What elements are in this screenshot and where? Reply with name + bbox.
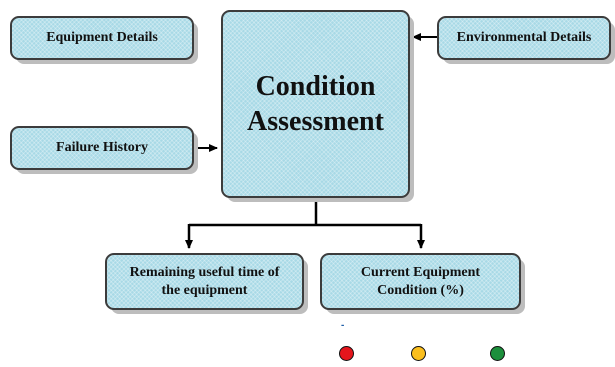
green-status-indicator bbox=[490, 346, 505, 361]
condition-assessment-box: Condition Assessment bbox=[221, 10, 410, 198]
current-equipment-condition-line1: Current Equipment bbox=[360, 265, 481, 280]
condition-assessment-title-line1: Condition bbox=[255, 71, 376, 102]
yellow-status-indicator bbox=[411, 346, 426, 361]
current-equipment-condition-box: Current Equipment Condition (%) bbox=[320, 253, 521, 310]
condition-assessment-title-line2: Assessment bbox=[247, 106, 384, 137]
remaining-useful-time-line2: the equipment bbox=[161, 282, 248, 298]
equipment-details-box: Equipment Details bbox=[10, 16, 194, 60]
environmental-details-label: Environmental Details bbox=[456, 30, 592, 46]
failure-history-label: Failure History bbox=[56, 140, 148, 156]
red-status-indicator bbox=[339, 346, 354, 361]
legend-dash-mark: - bbox=[341, 320, 345, 331]
failure-history-box: Failure History bbox=[10, 126, 194, 170]
remaining-useful-time-box: Remaining useful time of the equipment bbox=[105, 253, 304, 310]
remaining-useful-time-line1: Remaining useful time of bbox=[129, 265, 280, 280]
current-equipment-condition-line2: Condition (%) bbox=[377, 282, 464, 298]
environmental-details-box: Environmental Details bbox=[437, 16, 611, 60]
equipment-details-label: Equipment Details bbox=[46, 30, 158, 46]
